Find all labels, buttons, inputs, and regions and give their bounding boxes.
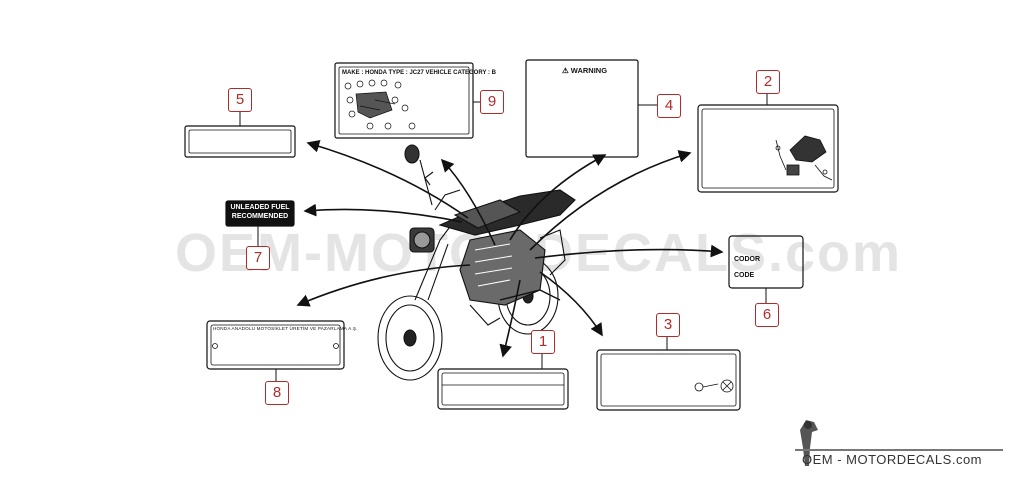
arrow-4 <box>509 154 607 241</box>
arrow-9 <box>440 158 496 246</box>
decal-3-plate <box>596 349 741 411</box>
decal-7-plate <box>225 200 295 227</box>
callout-4: 4 <box>657 94 681 118</box>
code-label-text: CODE <box>734 272 755 279</box>
footer-logo-icon <box>800 420 818 466</box>
make-label-text: MAKE : HONDA TYPE : JC27 VEHICLE CATEGOR… <box>342 70 497 76</box>
warning-label-text: ⚠ WARNING <box>562 66 608 75</box>
fuel-label-text: UNLEADED FUEL RECOMMENDED <box>226 203 294 221</box>
callout-5: 5 <box>228 88 252 112</box>
decal-1-plate <box>437 368 569 410</box>
front-wheel <box>377 295 443 381</box>
decal-2-plate <box>697 104 839 193</box>
callout-2: 2 <box>756 70 780 94</box>
callout-8: 8 <box>265 381 289 405</box>
arrow-7 <box>303 203 463 223</box>
arrow-6 <box>534 244 724 259</box>
callout-1: 1 <box>531 330 555 354</box>
arrow-8 <box>296 264 471 307</box>
callout-7: 7 <box>246 246 270 270</box>
decal-9-plate <box>334 62 474 139</box>
decal-5-plate <box>184 125 296 158</box>
arrow-1 <box>499 279 521 358</box>
callout-6: 6 <box>755 303 779 327</box>
decal-4-plate <box>525 59 639 158</box>
fuel-label-line2: RECOMMENDED <box>231 213 289 220</box>
arrow-3 <box>539 271 603 337</box>
company-label-text: HONDA ANADOLU MOTOSİKLET ÜRETİM VE PAZAR… <box>213 326 358 331</box>
footer-divider <box>795 449 1003 451</box>
callout-3: 3 <box>656 313 680 337</box>
arrow-2 <box>529 150 692 251</box>
fuel-label-line1: UNLEADED FUEL <box>230 204 290 211</box>
callout-9: 9 <box>480 90 504 114</box>
arrow-5 <box>306 140 469 219</box>
footer-brand-text: OEM - MOTORDECALS.com <box>802 452 983 467</box>
color-label-text: CODOR <box>734 256 761 263</box>
